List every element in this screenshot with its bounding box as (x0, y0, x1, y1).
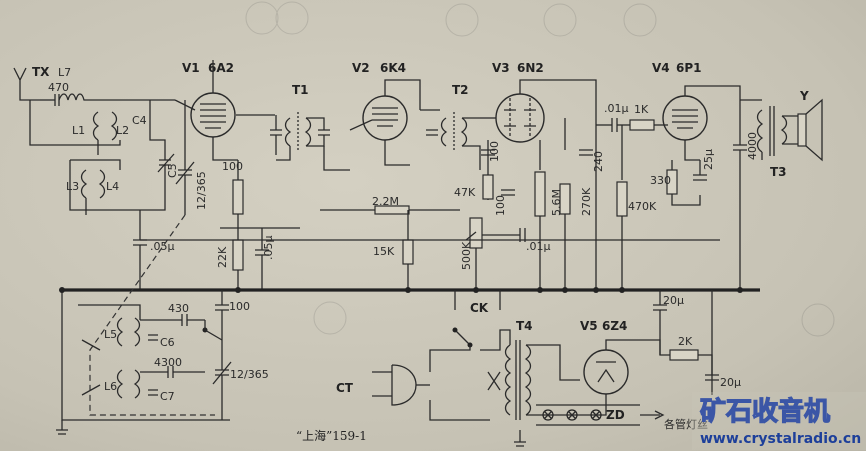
output-transformer: T3 Y (740, 89, 823, 179)
coil-l6-label: L6 (104, 380, 117, 393)
plug-ct-label: CT (336, 381, 354, 395)
pilot-lamp-zd-label: ZD (606, 408, 625, 422)
tube-v5-ref: V5 (580, 319, 598, 333)
t2-label: T2 (452, 83, 469, 97)
resistor-2-2m-label: 2.2M (372, 195, 399, 208)
coupling-v4: .01μ 1K 470K (596, 102, 668, 290)
tube-v2-type: 6K4 (380, 61, 406, 75)
transformer-t1: T1 (236, 83, 350, 171)
caption: “上海”159-1 (296, 428, 367, 443)
resistor-2k-label: 2K (678, 335, 693, 348)
antenna-label: TX (32, 65, 50, 79)
tube-v4-ref: V4 (652, 61, 670, 75)
resistor-15k-label: 15K (373, 245, 395, 258)
tube-v1-ref: V1 (182, 61, 200, 75)
tube-v4-type: 6P1 (676, 61, 702, 75)
cap-4000-label: 4000 (746, 132, 759, 160)
cap-240-label: 240 (592, 151, 605, 172)
coil-l1-label: L1 (72, 124, 85, 137)
coil-l5-label: L5 (104, 328, 117, 341)
resistor-47k-label: 47K (454, 186, 476, 199)
cap-25-label: 25μ (702, 149, 715, 170)
watermark-brand: 矿石收音机 (700, 396, 830, 427)
antenna-section: TX L7 470 L1 L2 C4 L3 L4 C5 12/365 .05μ (13, 65, 208, 290)
coil-l7-label: L7 (58, 66, 71, 79)
tube-v3: V3 6N2 100 47K 100 500K .01μ 5.6M 270K 2… (454, 61, 605, 290)
cap-100-b-label: 100 (494, 195, 507, 216)
resistor-22k-label: 22K (216, 246, 229, 268)
resistor-470k-label: 470K (628, 200, 657, 213)
cap-01-b-label: .01μ (526, 240, 551, 253)
cap-430-label: 430 (168, 302, 189, 315)
var-cap-2-label: 12/365 (230, 368, 269, 381)
coil-l4-label: L4 (106, 180, 119, 193)
watermark-url: www.crystalradio.cn (700, 431, 861, 447)
cap-c6-label: C6 (160, 336, 175, 349)
cap-01-label: .01μ (604, 102, 629, 115)
speaker-label: Y (799, 89, 809, 103)
coil-l3-label: L3 (66, 180, 79, 193)
cap-100-a-label: 100 (488, 141, 501, 162)
cap-c5-label: C5 (166, 163, 179, 178)
cap-20-b-label: 20μ (720, 376, 741, 389)
transformer-t2: T2 (420, 83, 481, 170)
heaters-label: 各管灯丝 (664, 417, 708, 431)
resistor-1k-label: 1K (634, 103, 649, 116)
cap-05-a-label: .05μ (150, 240, 175, 253)
cap-c7-label: C7 (160, 390, 175, 403)
tube-v1: V1 6A2 100 22K .05μ (174, 60, 300, 290)
pot-500k-label: 500K (460, 241, 473, 270)
oscillator-section: L5 L6 C6 C7 430 4300 100 12/365 “上海”159-… (78, 214, 367, 443)
ghost-background (245, 1, 835, 337)
watermark: 矿石收音机 www.crystalradio.cn (692, 392, 866, 450)
resistor-100-label: 100 (222, 160, 243, 173)
switch-ck-label: CK (470, 301, 489, 315)
cap-05-b-label: .05μ (262, 236, 275, 261)
coil-l2-label: L2 (116, 124, 129, 137)
resistor-470-label: 470 (48, 81, 69, 94)
tube-v2: V2 6K4 2.2M 15K (320, 61, 460, 290)
resistor-270k-label: 270K (580, 187, 593, 216)
var-cap-1-label: 12/365 (195, 171, 208, 210)
tube-v4: V4 6P1 330 25μ 4000 (650, 61, 759, 290)
cap-100-c-label: 100 (229, 300, 250, 313)
tube-v1-type: 6A2 (208, 61, 234, 75)
resistor-330-label: 330 (650, 174, 671, 187)
t4-label: T4 (516, 319, 533, 333)
cap-20-a-label: 20μ (663, 294, 684, 307)
cap-4300-label: 4300 (154, 356, 182, 369)
cap-c4-label: C4 (132, 114, 147, 127)
t1-label: T1 (292, 83, 309, 97)
tube-v3-ref: V3 (492, 61, 510, 75)
tube-v3-type: 6N2 (517, 61, 544, 75)
t3-label: T3 (770, 165, 787, 179)
tube-v5-type: 6Z4 (602, 319, 627, 333)
buses (56, 239, 760, 435)
tube-v2-ref: V2 (352, 61, 370, 75)
power-supply: CK CT T4 V5 6Z4 20μ 2K 20μ (336, 290, 741, 447)
